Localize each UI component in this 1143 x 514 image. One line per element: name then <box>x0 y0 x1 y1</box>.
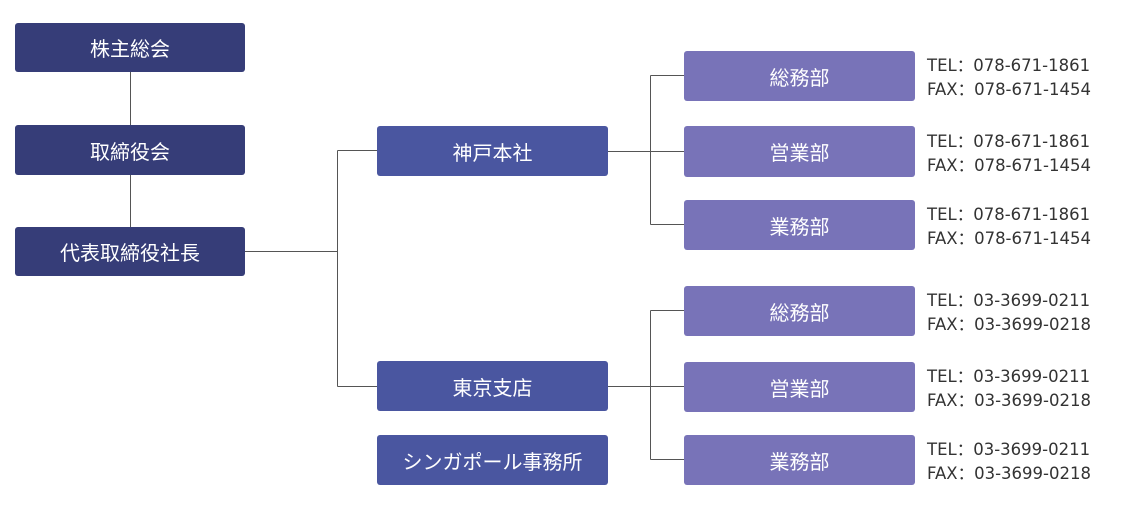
kobe-sales-box: 営業部 <box>684 126 915 177</box>
fax-number: FAX：03-3699-0218 <box>927 464 1091 483</box>
tel-number: TEL：03-3699-0211 <box>927 440 1091 459</box>
tel-number: TEL：078-671-1861 <box>927 56 1091 75</box>
tel-number: TEL：03-3699-0211 <box>927 367 1091 386</box>
department-label: 総務部 <box>769 65 830 90</box>
shareholders-meeting-box: 株主総会 <box>15 23 245 72</box>
fax-number: FAX：03-3699-0218 <box>927 315 1091 334</box>
board-of-directors-box: 取締役会 <box>15 125 245 175</box>
fax-number: FAX：078-671-1454 <box>927 80 1091 99</box>
kobe-headquarters-box: 神戸本社 <box>377 126 608 176</box>
kobe-general-affairs-box: 総務部 <box>684 51 915 101</box>
tokyo-general-affairs-contact: TEL：03-3699-0211 FAX：03-3699-0218 <box>927 289 1137 337</box>
fax-number: FAX：03-3699-0218 <box>927 391 1091 410</box>
president-label: 代表取締役社長 <box>60 241 200 265</box>
tel-number: TEL：03-3699-0211 <box>927 291 1091 310</box>
tokyo-sales-contact: TEL：03-3699-0211 FAX：03-3699-0218 <box>927 365 1137 413</box>
tokyo-general-affairs-box: 総務部 <box>684 286 915 336</box>
department-label: 営業部 <box>769 141 830 165</box>
tokyo-branch-label: 東京支店 <box>452 375 533 400</box>
department-label: 総務部 <box>769 300 830 325</box>
shareholders-meeting-label: 株主総会 <box>90 37 170 61</box>
tokyo-operations-contact: TEL：03-3699-0211 FAX：03-3699-0218 <box>927 438 1137 486</box>
kobe-general-affairs-contact: TEL：078-671-1861 FAX：078-671-1454 <box>927 54 1137 102</box>
board-of-directors-label: 取締役会 <box>90 139 170 164</box>
tokyo-sales-box: 営業部 <box>684 362 915 412</box>
kobe-operations-contact: TEL：078-671-1861 FAX：078-671-1454 <box>927 203 1137 251</box>
tokyo-operations-box: 業務部 <box>684 435 915 485</box>
fax-number: FAX：078-671-1454 <box>927 156 1091 175</box>
kobe-headquarters-label: 神戸本社 <box>452 140 533 165</box>
kobe-operations-box: 業務部 <box>684 200 915 250</box>
department-label: 業務部 <box>769 214 830 239</box>
singapore-office-box: シンガポール事務所 <box>377 435 608 485</box>
fax-number: FAX：078-671-1454 <box>927 229 1091 248</box>
president-box: 代表取締役社長 <box>15 227 245 276</box>
tel-number: TEL：078-671-1861 <box>927 132 1091 151</box>
department-label: 業務部 <box>769 449 830 474</box>
department-label: 営業部 <box>769 376 830 401</box>
singapore-office-label: シンガポール事務所 <box>402 449 583 474</box>
tokyo-branch-box: 東京支店 <box>377 361 608 411</box>
tel-number: TEL：078-671-1861 <box>927 205 1091 224</box>
kobe-sales-contact: TEL：078-671-1861 FAX：078-671-1454 <box>927 130 1137 178</box>
